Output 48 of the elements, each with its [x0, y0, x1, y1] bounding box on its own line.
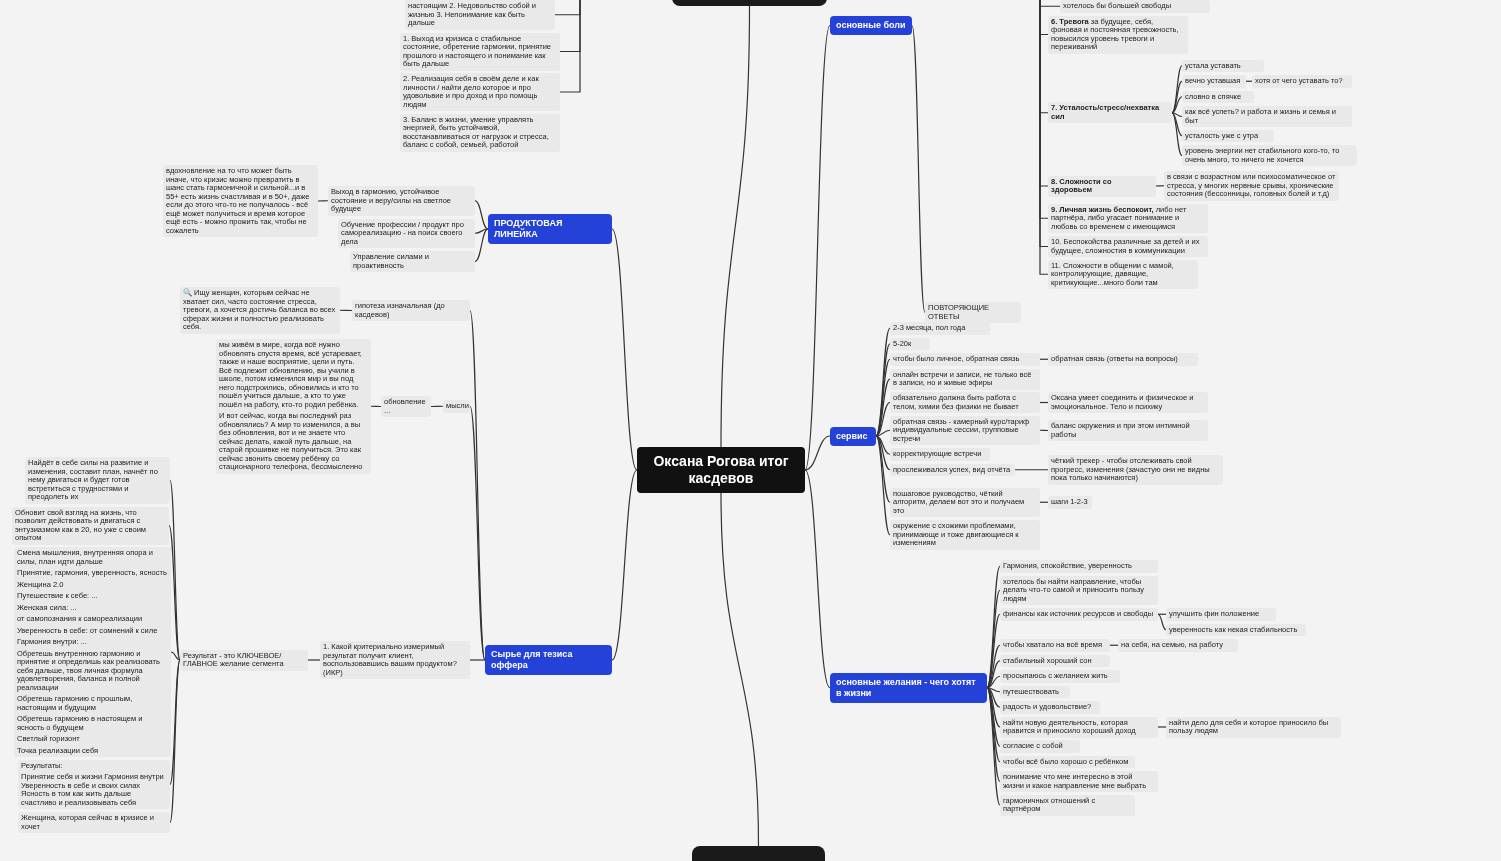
- connector-line: [474, 228, 489, 263]
- topic-box: [216, 339, 371, 474]
- connector-line: [1171, 96, 1183, 114]
- connector-line: [875, 435, 891, 536]
- connector-line: [1171, 112, 1183, 137]
- connector-line: [804, 24, 831, 471]
- connector-line: [875, 435, 891, 455]
- connector-line: [875, 435, 891, 503]
- connector-line: [720, 492, 760, 847]
- branch-topic: сервис: [830, 426, 876, 446]
- branch-topic: основные желания - чего хотят в жизни: [830, 672, 987, 703]
- connector-line: [911, 24, 926, 314]
- central-topic: Оксана Рогова итог касдевов: [637, 447, 805, 493]
- connector-line: [307, 659, 321, 661]
- connector-line: [804, 435, 831, 471]
- connector-line: [1171, 112, 1183, 118]
- connector-line: [559, 0, 581, 93]
- connector-line: [1245, 80, 1253, 82]
- connector-line: [469, 405, 486, 661]
- connector-line: [1171, 80, 1183, 114]
- connector-line: [1014, 469, 1049, 471]
- connector-line: [168, 524, 181, 661]
- connector-line: [474, 200, 489, 230]
- connector-line: [986, 660, 1001, 689]
- connector-line: [875, 435, 891, 471]
- topic-box: [14, 547, 171, 757]
- connector-line: [169, 659, 181, 824]
- connector-line: [611, 228, 638, 471]
- branch-topic: ПРОДУКТОВАЯ ЛИНЕЙКА: [488, 214, 612, 244]
- connector-line: [986, 687, 1001, 728]
- connector-line: [1171, 112, 1183, 157]
- connector-line: [1157, 613, 1167, 631]
- connector-line: [170, 651, 181, 661]
- connector-line: [875, 401, 891, 437]
- connector-line: [986, 675, 1001, 689]
- connector-line: [317, 200, 329, 202]
- connector-line: [720, 5, 751, 448]
- connector-line: [469, 309, 486, 661]
- topic-box: [18, 759, 170, 809]
- connector-line: [469, 659, 486, 661]
- connector-line: [1157, 726, 1167, 728]
- connector-line: [986, 687, 1001, 708]
- connector-line: [804, 469, 831, 689]
- connector-line: [611, 469, 638, 661]
- branch-topic: основные боли: [830, 16, 912, 35]
- connector-line: [169, 659, 181, 785]
- connector-line: [1155, 185, 1165, 187]
- branch-topic: Сырье для тезиса оффера: [485, 645, 612, 675]
